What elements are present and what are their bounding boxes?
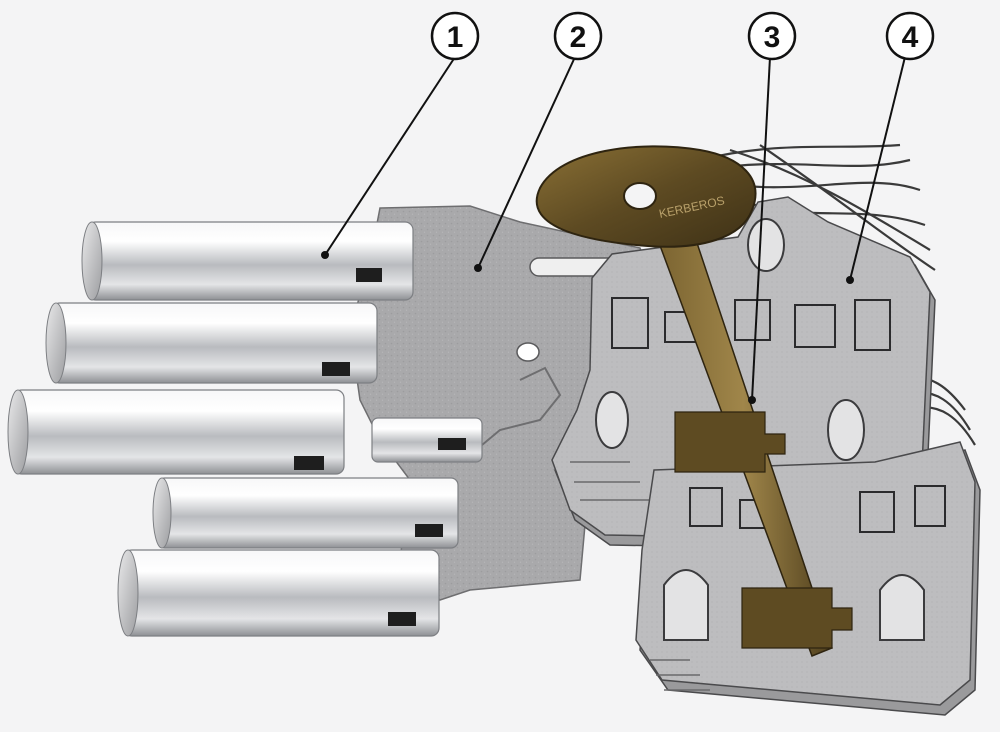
callout-3: 3 xyxy=(747,11,797,61)
bolts xyxy=(7,221,483,637)
key: KERBEROS xyxy=(535,145,853,657)
key-bit-upper xyxy=(674,411,786,473)
callout-label-3: 3 xyxy=(764,21,781,54)
leader-line-4 xyxy=(849,56,906,281)
callout-2: 2 xyxy=(553,11,603,61)
leader-line-3 xyxy=(751,56,771,401)
callout-4: 4 xyxy=(885,11,935,61)
bolt xyxy=(371,417,483,463)
key-bit-lower xyxy=(741,587,853,649)
leader-line-1 xyxy=(324,56,456,256)
leader-line-2 xyxy=(477,56,576,269)
bolt xyxy=(152,477,459,549)
leader-dot-2 xyxy=(474,264,482,272)
bolt xyxy=(81,221,414,301)
key-hole xyxy=(623,182,657,210)
leader-dot-3 xyxy=(748,396,756,404)
callout-label-4: 4 xyxy=(902,21,919,54)
callout-label-1: 1 xyxy=(447,21,464,54)
leader-lines xyxy=(324,56,906,401)
leader-dot-1 xyxy=(321,251,329,259)
leader-dot-4 xyxy=(846,276,854,284)
bolt xyxy=(7,389,345,475)
bolt xyxy=(45,302,378,384)
callout-1: 1 xyxy=(430,11,480,61)
bolt xyxy=(117,549,440,637)
callout-label-2: 2 xyxy=(570,21,587,54)
plate-hole xyxy=(516,342,540,362)
